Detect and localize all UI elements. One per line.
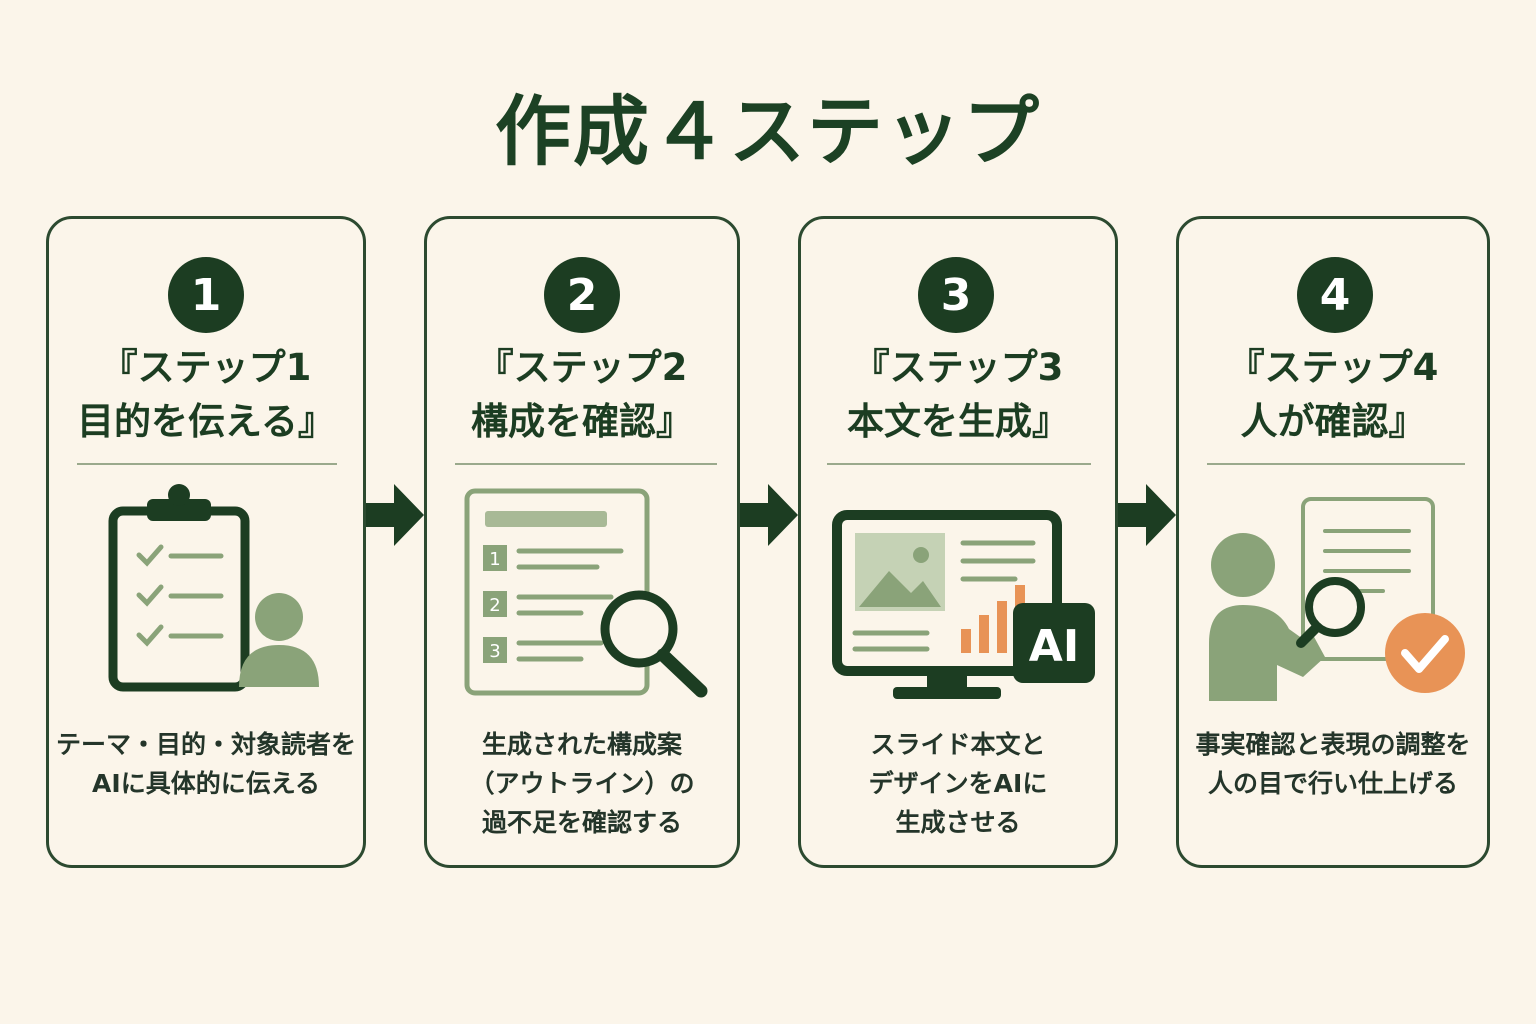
- ai-badge: AI: [1029, 621, 1079, 672]
- step-divider: [77, 463, 337, 465]
- step-heading-line1: 『ステップ1: [100, 346, 312, 389]
- step-description-line: 事実確認と表現の調整を: [1195, 730, 1471, 759]
- page-title: 作成４ステップ: [495, 87, 1041, 176]
- step-number-badge: 1: [168, 257, 244, 333]
- step-description-line: デザインをAIに: [868, 769, 1048, 798]
- outline-number: 2: [489, 595, 500, 616]
- outline-number: 3: [489, 641, 500, 662]
- outline-number: 1: [489, 549, 500, 570]
- step-description: スライド本文と デザインをAIに 生成させる: [801, 725, 1115, 842]
- step-heading: 『ステップ4 人が確認』: [1179, 341, 1487, 449]
- step-heading-line1: 『ステップ3: [852, 346, 1064, 389]
- step-description-line: テーマ・目的・対象読者を: [55, 730, 356, 759]
- step-number-badge: 4: [1297, 257, 1373, 333]
- step-heading: 『ステップ2 構成を確認』: [427, 341, 737, 449]
- step-description: 生成された構成案 （アウトライン）の 過不足を確認する: [427, 725, 737, 842]
- step-description-line: 過不足を確認する: [481, 808, 682, 837]
- step-description-line: 生成させる: [895, 808, 1021, 837]
- step-description: 事実確認と表現の調整を 人の目で行い仕上げる: [1179, 725, 1487, 803]
- step-divider: [827, 463, 1091, 465]
- step-heading: 『ステップ1 目的を伝える』: [49, 341, 363, 449]
- step-description-line: 人の目で行い仕上げる: [1207, 769, 1458, 798]
- step-description-line: 生成された構成案: [481, 730, 682, 759]
- step-heading-line2: 構成を確認』: [471, 400, 693, 443]
- arrow-right-icon: [1118, 484, 1176, 546]
- step-description-line: AIに具体的に伝える: [92, 769, 320, 798]
- clipboard-checklist-icon: [108, 484, 319, 692]
- step-number-badge: 2: [544, 257, 620, 333]
- step-card-3: 3 『ステップ3 本文を生成』 AI スライド本文と デザインをAIに 生成させ…: [798, 216, 1118, 868]
- step-number-badge: 3: [918, 257, 994, 333]
- step-description-line: スライド本文と: [870, 730, 1046, 759]
- step-divider: [1207, 463, 1465, 465]
- outline-document-search-icon: 1 2 3: [464, 488, 708, 698]
- person-review-check-icon: [1209, 497, 1465, 701]
- arrow-right-icon: [366, 484, 424, 546]
- step-card-2: 2 『ステップ2 構成を確認』 1 2 3 生成された構成案 （アウトライン）の…: [424, 216, 740, 868]
- monitor-slide-icon: AI: [832, 510, 1095, 699]
- step-divider: [455, 463, 717, 465]
- step-heading-line1: 『ステップ4: [1227, 346, 1439, 389]
- step-card-4: 4 『ステップ4 人が確認』 事実確認と表現の調整を 人の目で行い仕上げる: [1176, 216, 1490, 868]
- step-heading-line1: 『ステップ2: [476, 346, 688, 389]
- step-heading: 『ステップ3 本文を生成』: [801, 341, 1115, 449]
- arrow-right-icon: [740, 484, 798, 546]
- step-heading-line2: 本文を生成』: [847, 400, 1069, 443]
- step-description-line: （アウトライン）の: [469, 769, 695, 798]
- step-heading-line2: 目的を伝える』: [77, 400, 335, 443]
- step-heading-line2: 人が確認』: [1240, 400, 1426, 443]
- step-description: テーマ・目的・対象読者を AIに具体的に伝える: [49, 725, 363, 803]
- step-card-1: 1 『ステップ1 目的を伝える』 テーマ・目的・対象読者を AIに具体的に伝える: [46, 216, 366, 868]
